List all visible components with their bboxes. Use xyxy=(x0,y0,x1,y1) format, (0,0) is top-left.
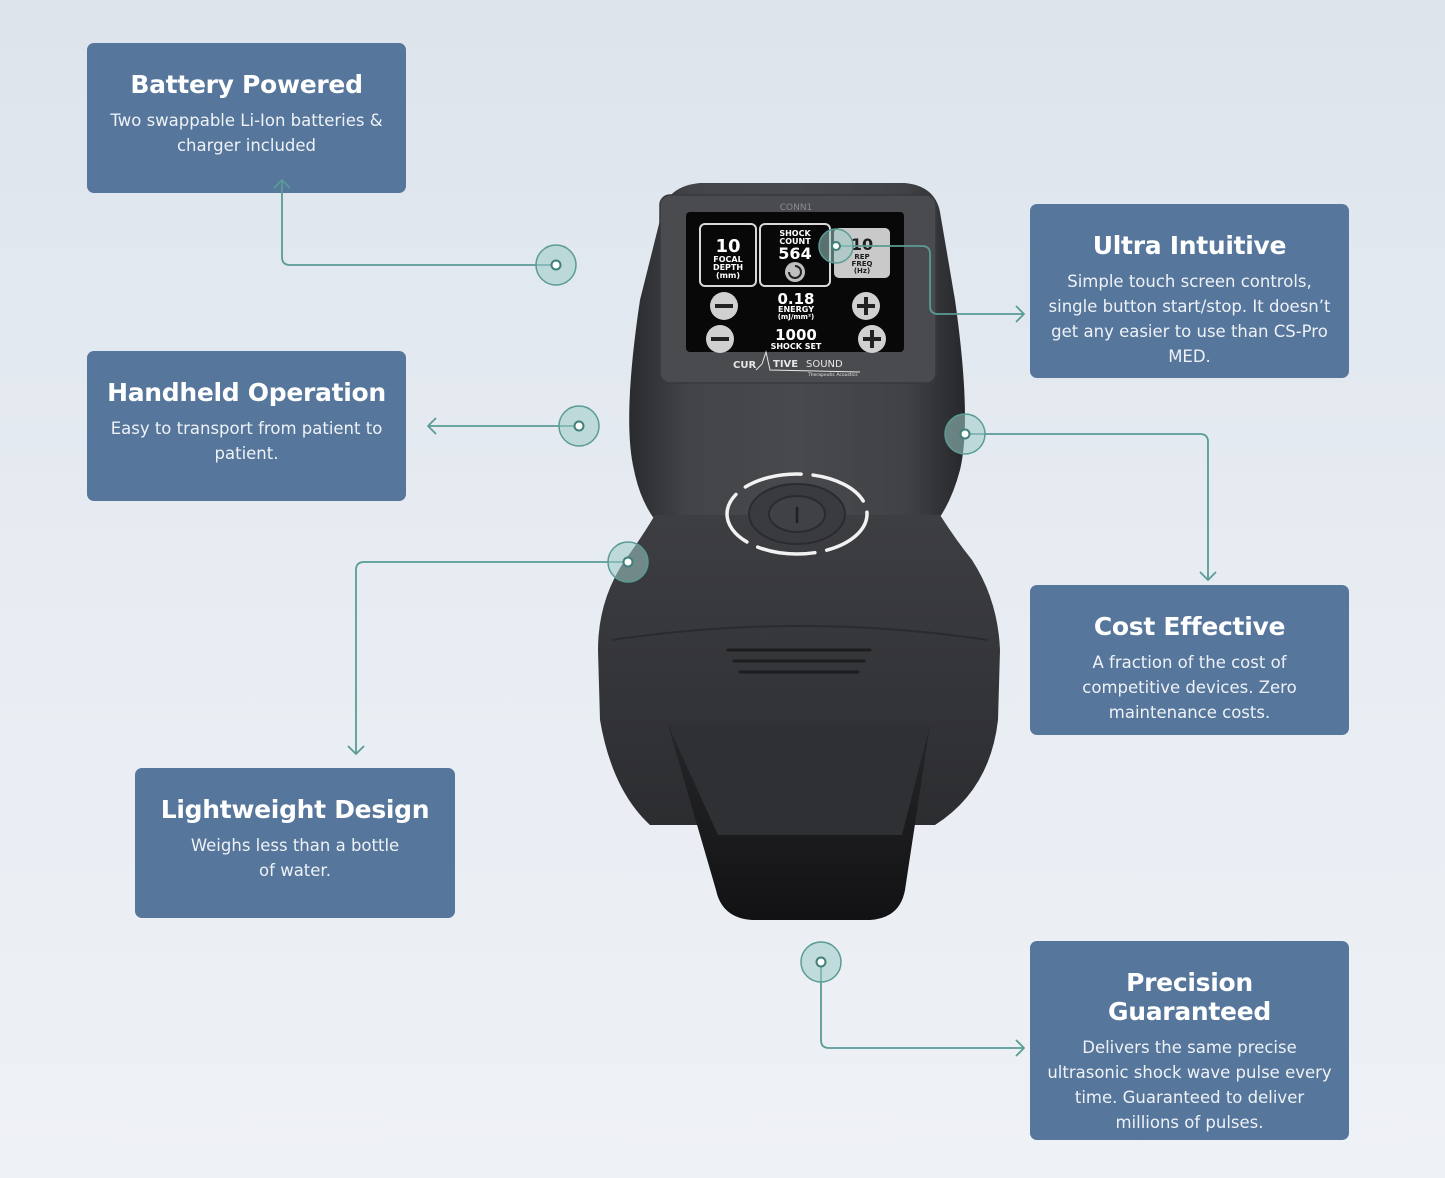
feature-card-precision: Precision Guaranteed Delivers the same p… xyxy=(1030,941,1349,1140)
connector-battery xyxy=(281,180,556,266)
feature-title: Battery Powered xyxy=(130,70,363,99)
shock-count-label: COUNT xyxy=(779,237,811,246)
brand-left: CUR xyxy=(733,360,756,371)
focal-depth-unit: (mm) xyxy=(716,271,740,280)
device-seam xyxy=(611,625,989,641)
rep-freq-unit: (Hz) xyxy=(854,267,870,275)
rep-freq-value: 10 xyxy=(851,235,873,254)
connector-label: CONN1 xyxy=(780,203,813,213)
feature-title: Ultra Intuitive xyxy=(1092,231,1287,260)
reset-arrow xyxy=(788,265,802,279)
hotspot-precision[interactable] xyxy=(800,941,842,983)
shock-count-label: SHOCK xyxy=(779,229,811,238)
feature-title: Lightweight Design xyxy=(160,795,430,824)
arrowhead xyxy=(427,417,437,435)
feature-description: Weighs less than a bottle of water. xyxy=(190,835,400,880)
shock-set-label: SHOCK SET xyxy=(771,342,822,351)
brand-wave-icon xyxy=(755,350,861,373)
nozzle-face xyxy=(668,725,930,835)
feature-description: A fraction of the cost of competitive de… xyxy=(1082,652,1297,722)
connector-cost xyxy=(965,433,1209,580)
connector-intuitive xyxy=(836,245,1024,315)
arrowhead xyxy=(273,179,291,189)
rep-freq-label: REP xyxy=(854,253,869,261)
feature-title: Cost Effective xyxy=(1093,612,1286,641)
minus-bar xyxy=(715,304,733,308)
energy-label: ENERGY xyxy=(778,305,814,314)
power-button xyxy=(725,472,869,556)
shock-set-value: 1000 xyxy=(775,326,817,344)
feature-card-handheld: Handheld Operation Easy to transport fro… xyxy=(87,351,406,501)
feature-description: Delivers the same precise ultrasonic sho… xyxy=(1047,1037,1332,1132)
hotspot-handheld[interactable] xyxy=(558,405,600,447)
shock-count-value: 564 xyxy=(778,244,811,263)
focal-depth-tile xyxy=(699,223,757,287)
hotspot-intuitive[interactable] xyxy=(818,228,854,264)
arrowhead xyxy=(347,745,365,755)
connector-precision xyxy=(820,962,1024,1049)
energy-unit: (mJ/mm²) xyxy=(778,313,815,321)
arrowhead xyxy=(1199,571,1217,581)
rep-freq-label: FREQ xyxy=(852,260,873,268)
hotspot-markers xyxy=(535,228,986,983)
connector-lines xyxy=(273,179,1217,1057)
plus-bar-v xyxy=(864,297,868,315)
hotspot-cost[interactable] xyxy=(944,413,986,455)
plus-bar-v xyxy=(870,330,874,348)
energy-value: 0.18 xyxy=(777,290,814,308)
hotspot-battery[interactable] xyxy=(535,244,577,286)
feature-card-battery: Battery Powered Two swappable Li-Ion bat… xyxy=(87,43,406,193)
feature-title: Handheld Operation xyxy=(107,378,386,407)
focal-depth-label: DEPTH xyxy=(713,263,743,272)
device-illustration: CONN1 10 FOCAL DEPTH (mm) SHOCK COUNT 56… xyxy=(598,183,1000,920)
focal-depth-value: 10 xyxy=(715,236,740,257)
vent-grille xyxy=(726,648,872,674)
connector-lightweight xyxy=(355,561,628,754)
feature-card-cost: Cost Effective A fraction of the cost of… xyxy=(1030,585,1349,735)
brand-tagline: Therapeutic Acoustics xyxy=(807,372,858,378)
feature-description: Simple touch screen controls, single but… xyxy=(1048,271,1331,366)
arrowhead xyxy=(1015,305,1025,323)
brand-logo: CUR TIVE SOUND Therapeutic Acoustics xyxy=(733,350,861,378)
arrowhead xyxy=(1015,1039,1025,1057)
feature-card-lightweight: Lightweight Design Weighs less than a bo… xyxy=(135,768,455,918)
feature-title: Precision Guaranteed xyxy=(1108,968,1271,1026)
feature-description: Easy to transport from patient to patien… xyxy=(110,418,383,463)
brand-mid: TIVE xyxy=(773,359,798,370)
feature-description: Two swappable Li-Ion batteries & charger… xyxy=(110,110,383,155)
focal-depth-label: FOCAL xyxy=(713,255,742,264)
feature-card-intuitive: Ultra Intuitive Simple touch screen cont… xyxy=(1030,204,1349,378)
minus-bar xyxy=(711,337,729,341)
reset-icon xyxy=(785,262,805,282)
hotspot-lightweight[interactable] xyxy=(607,541,649,583)
brand-right: SOUND xyxy=(806,359,843,370)
